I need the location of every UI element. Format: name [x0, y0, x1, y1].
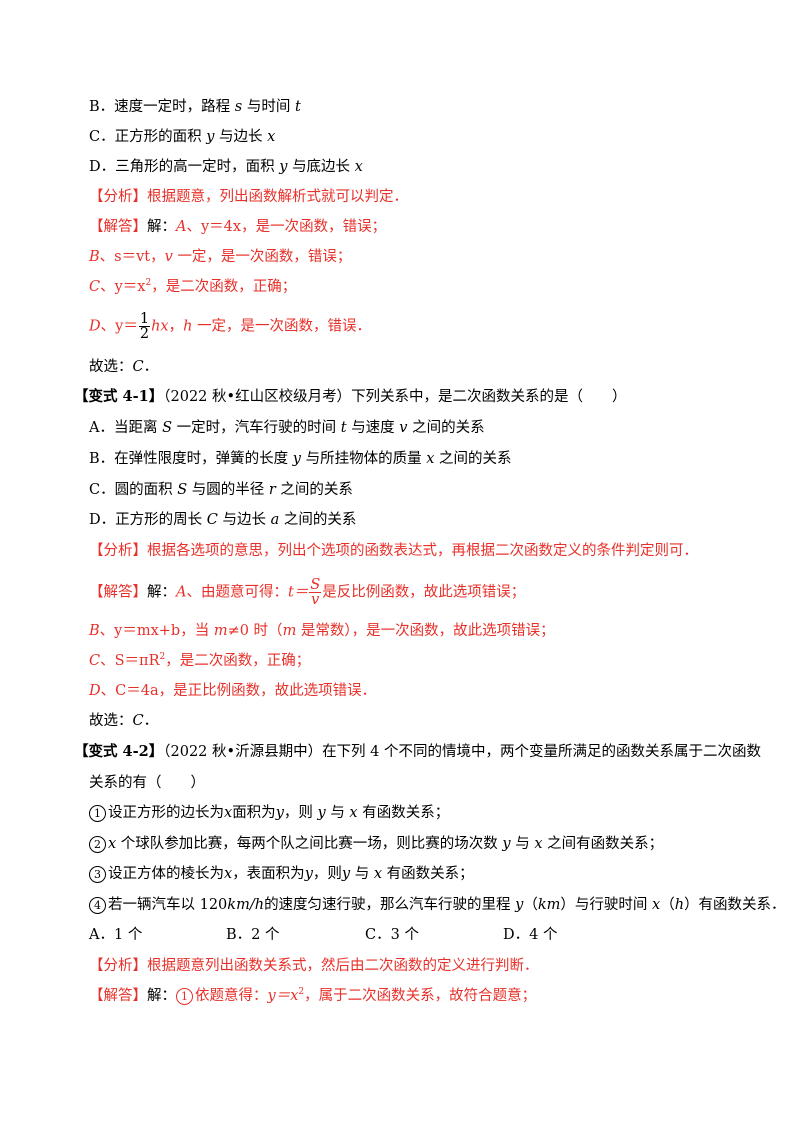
option-b: B．速度一定时，路程 s 与时间 t — [89, 99, 301, 115]
q42-analysis: 【分析】根据题意列出函数关系式，然后由二次函数的定义进行判断． — [89, 958, 539, 974]
q41-option-a: A．当距离 S 一定时，汽车行驶的时间 t 与速度 v 之间的关系 — [89, 420, 485, 436]
q41-answer-c: C、S＝πR2，是二次函数，正确； — [89, 652, 311, 670]
option-d: D．三角形的高一定时，面积 y 与底边长 x — [89, 159, 363, 175]
answer-line-a: 【解答】解：A、y＝4x，是一次函数，错误； — [89, 219, 387, 235]
answer-line-c: C、y＝x2，是二次函数，正确； — [89, 278, 297, 296]
q42-choice-c: C．3 个 — [365, 927, 419, 943]
q41-option-b: B．在弹性限度时，弹簧的长度 y 与所挂物体的质量 x 之间的关系 — [89, 451, 512, 467]
q41-option-d: D．正方形的周长 C 与边长 a 之间的关系 — [89, 512, 357, 528]
q41-choice: 故选：C． — [89, 713, 159, 729]
q42-choice-b: B．2 个 — [226, 927, 280, 943]
question-4-1: 【变式 4-1】（2022 秋•红山区校级月考）下列关系中，是二次函数关系的是（… — [74, 388, 627, 405]
q41-answer-d: D、C＝4a，是正比例函数，故此选项错误． — [89, 683, 377, 699]
answer-line-b: B、s＝vt，v 一定，是一次函数，错误； — [89, 249, 352, 265]
q41-option-c: C．圆的面积 S 与圆的半径 r 之间的关系 — [89, 482, 353, 498]
q41-analysis: 【分析】根据各选项的意思，列出个选项的函数表达式，再根据二次函数定义的条件判定则… — [89, 543, 698, 559]
q42-choice-a: A．1 个 — [89, 927, 143, 943]
q41-answer-b: B、y＝mx+b，当 m≠0 时（m 是常数），是一次函数，故此选项错误； — [89, 623, 555, 639]
analysis: 【分析】根据题意，列出函数解析式就可以判定． — [89, 189, 408, 205]
answer-choice: 故选：C． — [89, 359, 159, 375]
q42-choice-d: D．4 个 — [503, 927, 558, 943]
question-4-2-cont: 关系的有（ ） — [89, 775, 205, 791]
question-4-2: 【变式 4-2】（2022 秋•沂源县期中）在下列 4 个不同的情境中，两个变量… — [74, 743, 762, 760]
option-c: C．正方形的面积 y 与边长 x — [89, 129, 276, 145]
